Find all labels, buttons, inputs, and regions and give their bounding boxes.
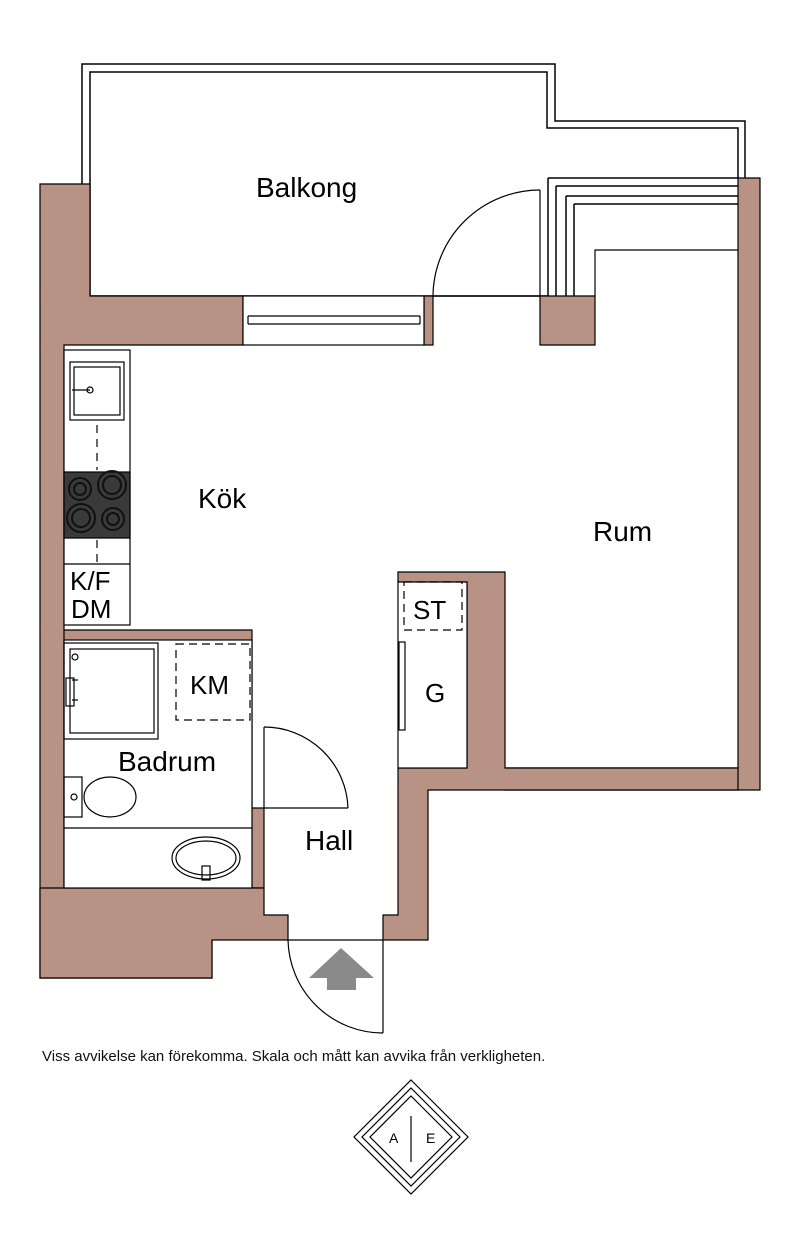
room-label-hall: Hall	[305, 825, 353, 856]
fixture-label-g: G	[425, 678, 445, 708]
entry-door	[287, 939, 384, 1034]
fixture-label-dm: DM	[71, 594, 111, 624]
fixture-label-kf: K/F	[70, 566, 110, 596]
entrance-arrow	[309, 948, 374, 990]
disclaimer-text: Viss avvikelse kan förekomma. Skala och …	[42, 1048, 546, 1065]
ae-logo	[353, 1079, 469, 1195]
balcony-door	[432, 189, 541, 297]
stove-burners	[66, 470, 127, 533]
balcony-window	[242, 295, 425, 346]
fixture-label-st: ST	[413, 595, 446, 625]
bathroom-fixtures	[63, 639, 253, 889]
kitchen-counter	[63, 349, 131, 626]
bathroom-door	[263, 726, 349, 809]
balcony-outline	[81, 63, 746, 297]
logo-letter-e: E	[426, 1130, 435, 1146]
room-label-rum: Rum	[593, 516, 652, 547]
hall-closets	[397, 581, 468, 769]
fixture-label-km: KM	[190, 670, 229, 700]
room-label-balkong: Balkong	[256, 172, 357, 203]
logo-letter-a: A	[389, 1130, 399, 1146]
room-label-kok: Kök	[198, 483, 247, 514]
room-label-badrum: Badrum	[118, 746, 216, 777]
